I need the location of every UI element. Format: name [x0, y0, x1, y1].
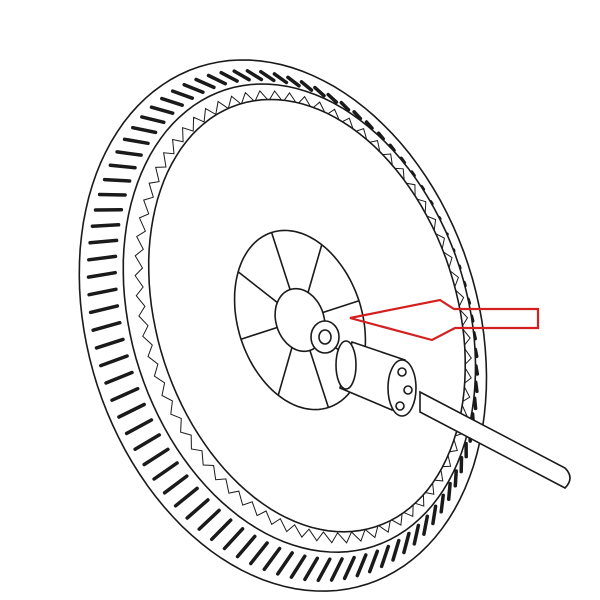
tread-rib: [402, 531, 411, 555]
tread-rib: [249, 541, 269, 566]
tread-rib: [185, 498, 210, 520]
tread-rib: [170, 89, 195, 100]
tread-rib: [197, 508, 221, 531]
tread-rib: [117, 402, 146, 419]
tread-rib: [339, 100, 351, 112]
hub-spoke: [237, 271, 280, 305]
axle-assembly: [310, 320, 571, 489]
tread-rib: [173, 486, 199, 508]
hub-spoke: [318, 300, 360, 315]
tread-rib: [289, 554, 307, 579]
tread-rib: [313, 85, 326, 98]
tread-rib: [422, 514, 430, 536]
tread-rib: [160, 96, 184, 107]
tread-rib: [122, 137, 150, 146]
tread-rib: [102, 177, 132, 183]
tread-rib: [431, 504, 438, 526]
tread-rib: [108, 163, 137, 170]
hub-spoke: [306, 244, 323, 295]
tread-rib: [88, 238, 119, 245]
tread-rib: [299, 80, 314, 92]
tread-rib: [286, 75, 301, 88]
tread-rib: [149, 105, 175, 115]
tread-rib: [131, 125, 158, 135]
tread-rib: [316, 557, 332, 583]
tread-rib: [222, 527, 245, 551]
tread-rib: [87, 254, 118, 262]
tread-rib: [110, 386, 140, 402]
washer-hole: [318, 329, 332, 345]
tread-rib: [219, 70, 239, 83]
bearing-ball: [397, 367, 407, 377]
bearing-ball: [403, 385, 413, 395]
tread-rib: [342, 555, 356, 581]
tread-rib: [473, 380, 479, 394]
tread-rib: [235, 534, 257, 559]
tread-rib: [391, 538, 401, 562]
tread-rib: [472, 396, 478, 411]
axle-shaft: [419, 390, 571, 489]
tread-rib: [453, 469, 458, 488]
tread-rib: [367, 549, 380, 574]
tread-rib: [124, 418, 154, 436]
tread-rib: [162, 474, 189, 495]
tread-rib: [446, 481, 452, 501]
tread-rib: [97, 192, 127, 197]
tread-rib: [355, 553, 368, 578]
bearing-ball: [395, 401, 405, 411]
tread-rib: [194, 77, 216, 90]
hub-spoke: [308, 348, 330, 408]
gear-teeth: [134, 90, 472, 544]
tread-rib: [364, 120, 374, 130]
tread-rib: [376, 131, 385, 141]
tread-rib: [259, 69, 276, 83]
hub-spoke: [277, 345, 294, 396]
tread-rib: [303, 556, 320, 582]
tread-rib: [326, 92, 339, 104]
tread-rib: [276, 551, 294, 576]
tread-rib: [245, 69, 264, 82]
tread-rib: [206, 73, 228, 86]
tread-rib: [352, 110, 363, 121]
hub-spoke: [270, 232, 292, 292]
tread-rib: [133, 433, 162, 451]
bearing: [387, 359, 417, 417]
hub-spoke: [240, 325, 282, 340]
tread-rib: [152, 461, 179, 481]
tread-rib: [272, 72, 289, 85]
tread-rib: [182, 82, 205, 94]
gear-tooth-ring: [134, 90, 472, 544]
tread-rib: [439, 493, 445, 514]
tread-rib: [86, 270, 117, 279]
tread-rib: [232, 69, 251, 82]
tread-rib: [379, 544, 391, 569]
tread-rib: [88, 304, 120, 315]
tread-rib: [329, 557, 344, 582]
tread-ribs: [86, 69, 480, 583]
tread-rib: [99, 354, 129, 368]
tread-rib: [262, 546, 282, 572]
tread-rib: [90, 223, 121, 228]
tread-rib: [104, 370, 134, 385]
bushing-end: [335, 340, 357, 390]
tread-rib: [91, 320, 122, 332]
tread-rib: [142, 447, 170, 467]
tread-rib: [94, 337, 125, 350]
highlight-arrow: [349, 298, 540, 342]
tread-rib: [115, 150, 143, 157]
tread-rib: [87, 287, 118, 297]
tread-rib: [140, 115, 166, 125]
tread-rib: [209, 518, 233, 542]
tread-rib: [412, 523, 421, 546]
